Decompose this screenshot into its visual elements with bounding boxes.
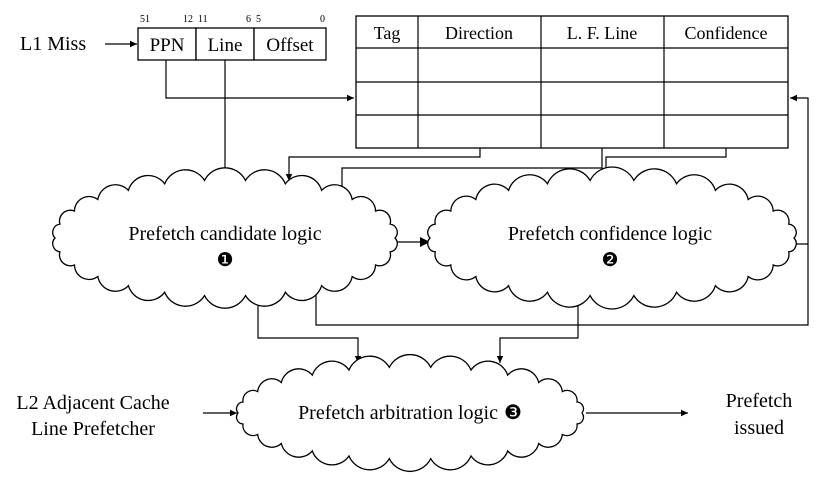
confidence-marker: ❷ (601, 250, 618, 271)
arbitration-cloud (235, 354, 585, 472)
table-header-lf-line: L. F. Line (567, 23, 638, 43)
bit-ppn-hi: 51 (140, 14, 150, 25)
ppn-to-table-arrow (165, 60, 354, 102)
arbitration-logic-label: Prefetch arbitration logic ❸ (298, 402, 522, 424)
bit-ppn-lo: 12 (183, 14, 193, 25)
arbitration-logic-text: Prefetch arbitration logic (298, 402, 498, 424)
address-box: PPN Line Offset 51 12 11 6 5 0 (137, 14, 327, 61)
table-to-candidate-arrow-2 (338, 148, 603, 194)
address-field-line-label: Line (208, 35, 243, 56)
candidate-to-arbitration-arrow (257, 288, 362, 363)
l1-miss-label: L1 Miss (20, 33, 86, 55)
prefetch-issued-line1: Prefetch (726, 390, 793, 412)
bit-offset-lo: 0 (320, 14, 325, 25)
prefetch-table: Tag Direction L. F. Line Confidence (355, 15, 789, 149)
candidate-logic-label: Prefetch candidate logic (128, 223, 321, 245)
candidate-marker: ❶ (216, 250, 233, 271)
table-to-candidate-arrow-1 (285, 148, 481, 181)
table-header-tag: Tag (374, 23, 401, 43)
table-header-confidence: Confidence (685, 23, 768, 43)
table-header-direction: Direction (445, 23, 513, 43)
candidate-to-table-feedback (315, 244, 809, 326)
bit-line-lo: 6 (246, 14, 251, 25)
confidence-cloud (427, 166, 797, 310)
address-field-line (195, 27, 255, 61)
bit-line-hi: 11 (198, 14, 208, 25)
confidence-to-arbitration-arrow (496, 288, 579, 363)
confidence-to-table-feedback (790, 94, 809, 245)
address-field-ppn-label: PPN (150, 35, 185, 56)
address-field-offset-label: Offset (266, 35, 314, 56)
prefetch-issued-line2: issued (734, 417, 784, 439)
confidence-logic-label: Prefetch confidence logic (508, 223, 712, 245)
arbitration-marker: ❸ (504, 402, 522, 424)
bit-offset-hi: 5 (256, 14, 261, 25)
l2-prefetcher-line1: L2 Adjacent Cache (16, 392, 169, 414)
candidate-cloud (52, 167, 398, 309)
l2-prefetcher-line2: Line Prefetcher (31, 418, 155, 440)
address-field-offset (253, 27, 327, 61)
